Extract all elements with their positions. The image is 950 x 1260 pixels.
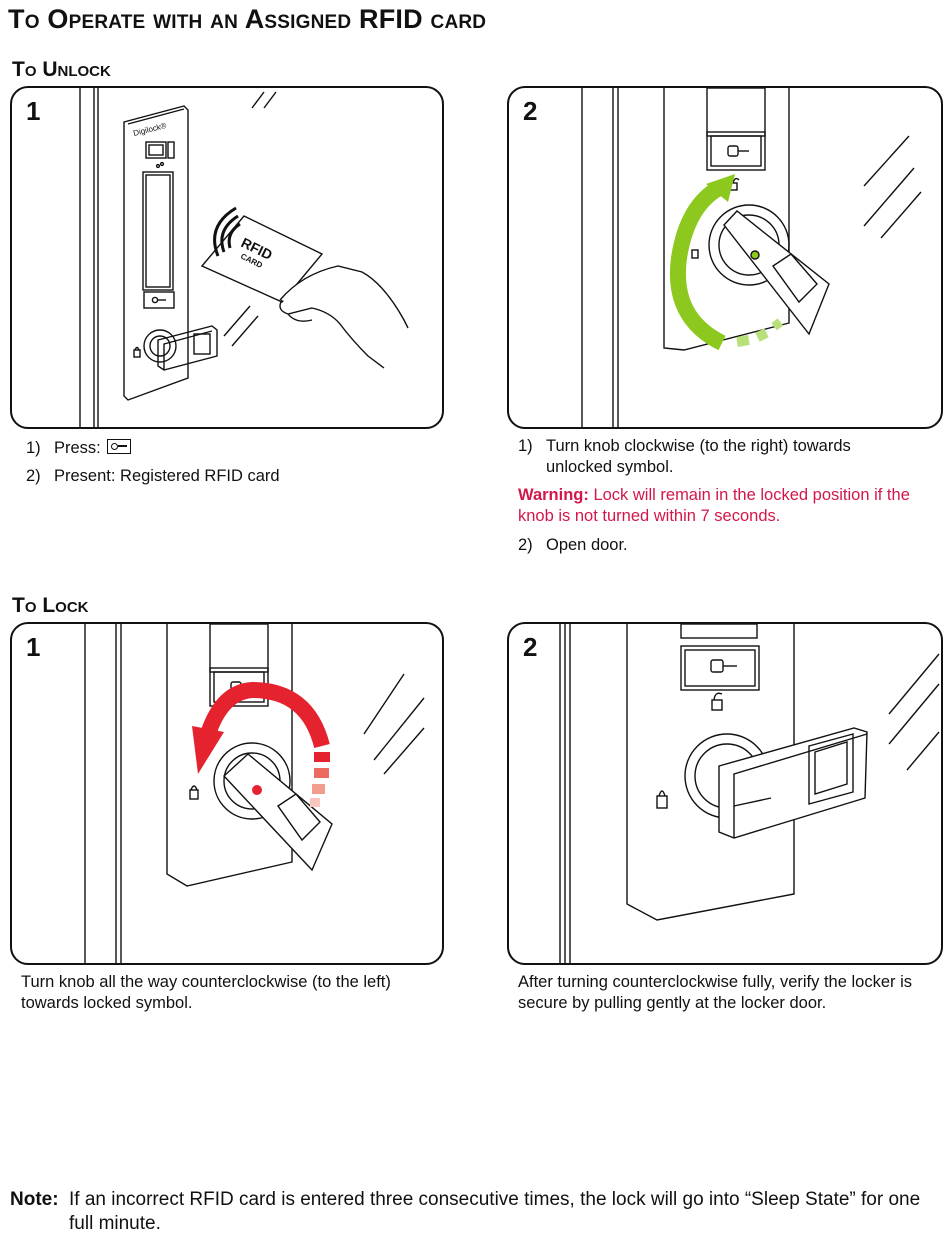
- lock-step1-drawing: [84, 624, 425, 963]
- lock-step1-illustration: 1: [10, 622, 444, 965]
- unlock-step2-illustration: 2: [507, 86, 943, 429]
- step-number: 2: [523, 96, 538, 126]
- unlock-step1-illustration: RFID CARD Digilock® 1: [10, 86, 444, 429]
- sleep-state-note: Note: If an incorrect RFID card is enter…: [10, 1188, 940, 1236]
- unlock-step2-instructions: 1)Turn knob clockwise (to the right) tow…: [518, 436, 918, 563]
- step-number: 1: [26, 632, 41, 662]
- note-label: Note:: [10, 1189, 59, 1210]
- warning-message: Warning: Lock will remain in the locked …: [518, 486, 910, 525]
- unlock-step1-drawing: RFID CARD Digilock®: [79, 88, 409, 427]
- list-item: 2)Open door.: [518, 536, 628, 554]
- unlock-heading: To Unlock: [12, 58, 111, 81]
- lock-brand: Digilock®: [132, 121, 167, 138]
- page-title: To Operate with an Assigned RFID card: [8, 4, 487, 34]
- step-number: 2: [523, 632, 538, 662]
- lock-step2-drawing: [559, 624, 940, 963]
- lock-step2-illustration: 2: [507, 622, 943, 965]
- lock-heading: To Lock: [12, 594, 89, 617]
- lock-step1-caption: Turn knob all the way counterclockwise (…: [21, 973, 391, 1012]
- list-item: 2)Present: Registered RFID card: [26, 467, 280, 485]
- list-item: 1)Press:: [26, 438, 446, 459]
- list-item: 1)Turn knob clockwise (to the right) tow…: [518, 437, 851, 476]
- key-button-icon: [106, 439, 131, 454]
- unlock-step1-instructions: 1)Press: 2)Present: Registered RFID card: [26, 438, 446, 494]
- unlock-step2-drawing: [581, 88, 922, 427]
- note-text: If an incorrect RFID card is entered thr…: [69, 1189, 921, 1234]
- lock-step2-caption: After turning counterclockwise fully, ve…: [518, 973, 913, 1012]
- step-number: 1: [26, 96, 41, 126]
